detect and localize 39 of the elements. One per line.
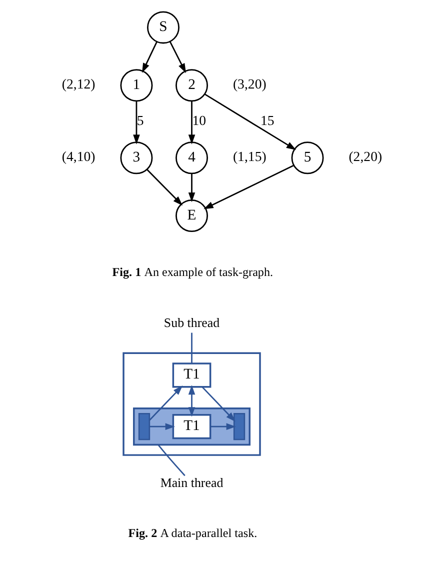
label: Fig. 1 An example of task-graph. (112, 264, 274, 279)
arrow (188, 101, 196, 144)
node-circle: E (176, 200, 208, 232)
node-box: T1 (172, 362, 212, 388)
node-bar (138, 412, 150, 440)
edge-label: 15 (260, 112, 274, 128)
node-label: (2,12) (62, 76, 96, 92)
arrow (169, 41, 186, 74)
arrow (188, 384, 196, 417)
node-circle: 1 (120, 69, 153, 102)
edge-label: 10 (192, 112, 206, 128)
connector (191, 332, 192, 364)
node-bar (233, 412, 246, 440)
arrow (188, 174, 196, 202)
arrow (142, 42, 158, 73)
edge-label: 5 (136, 112, 144, 128)
arrow (133, 101, 140, 144)
connector (158, 444, 186, 476)
node-label: (2,20) (348, 149, 382, 164)
node-label: (3,20) (232, 76, 266, 92)
cluster (122, 352, 261, 456)
arrow (202, 386, 236, 422)
arrow (146, 169, 183, 206)
arrow (149, 423, 176, 430)
arrow (148, 386, 183, 421)
node-circle: S (147, 11, 180, 44)
node-label: (1,15) (232, 149, 266, 164)
node-text: Main thread (160, 475, 224, 490)
node-box: T1 (172, 414, 212, 440)
node-circle: 4 (176, 142, 208, 174)
node-circle: 5 (291, 142, 324, 174)
arrow (204, 94, 296, 150)
node-label: (4,10) (62, 149, 96, 164)
node-circle: 3 (120, 142, 153, 174)
arrow (204, 164, 294, 210)
node-circle: 2 (176, 69, 208, 102)
label: Fig. 2 A data-parallel task. (128, 526, 258, 540)
node-text: Sub thread (164, 315, 220, 330)
arrow (210, 423, 236, 430)
